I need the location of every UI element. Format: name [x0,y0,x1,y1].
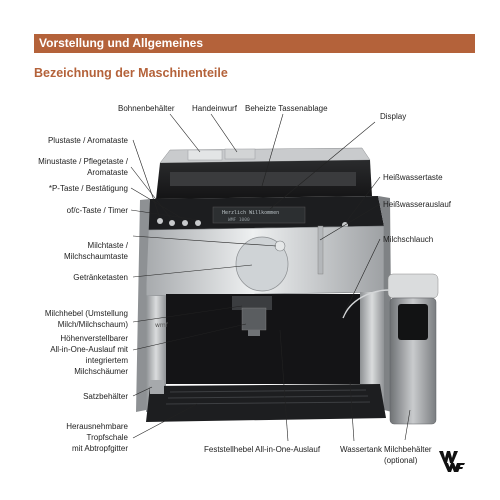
label-drip-tray: Herausnehmbare Tropfschale mit Abtropfgi… [66,421,128,454]
milk-button [274,240,286,252]
minus-button [169,220,175,226]
display-window [212,206,306,224]
label-cup-tray: Beheizte Tassenablage [245,104,328,113]
label-locking-lever: Feststellhebel All-in-One-Auslauf [204,445,321,454]
leader-lines [130,113,411,442]
label-manual-inlet: Handeinwurf [192,104,237,113]
label-minus-button: Minustaste / Pflegetaste / Aromataste [38,156,128,178]
section-title: Bezeichnung der Maschinenteile [34,66,228,80]
all-in-one-outlet [241,307,267,331]
label-minus-line-2: Aromataste [87,168,128,177]
label-milk-lever: Milchhebel (Umstellung Milch/Milchschaum… [45,308,128,330]
milk-container-top [387,273,439,299]
label-p-button: *P-Taste / Bestätigung [48,184,128,193]
label-drip-line-3: mit Abtropfgitter [71,444,128,453]
right-side [378,196,392,412]
milk-hose [342,289,391,319]
svg-text:wmf: wmf [155,322,169,329]
label-adjustable-line-3: integriertem [85,356,128,365]
grounds-container [150,380,164,394]
display-line-1: Herzlich Willkommen [222,210,279,216]
label-grounds-container: Satzbehälter [83,392,128,401]
label-water-tank: Wassertank [340,445,382,454]
label-bean-container: Bohnenbehälter [118,104,175,113]
label-adjustable-line-1: Höhenverstellbarer [60,334,128,343]
label-display: Display [380,112,407,121]
header-bar: Vorstellung und Allgemeines [34,34,475,53]
label-milk-container-line-2: (optional) [384,456,418,465]
label-hot-water-button: Heißwassertaste [383,173,443,182]
label-milk-button: Milchtaste / Milchschaumtaste [64,240,128,262]
dispenser-head [232,296,272,310]
label-beverage-buttons: Getränketasten [73,273,128,282]
label-milk-lever-line-1: Milchhebel (Umstellung [44,309,128,318]
label-milk-hose: Milchschlauch [383,235,434,244]
label-adjustable-line-4: Milchschäumer [74,367,128,376]
label-plus-button: Plustaste / Aromataste [47,136,128,145]
display-line-2: WMF 1000 [228,217,250,223]
label-drip-line-1: Herausnehmbare [66,422,128,431]
label-milk-container-line-1: Milchbehälter [384,445,432,454]
p-button [182,220,188,226]
label-drip-line-2: Tropfschale [86,433,129,442]
label-milk-line-2: Milchschaumtaste [63,252,128,261]
onoff-button [195,220,201,226]
label-milk-line-1: Milchtaste / [87,241,128,250]
label-minus-line-1: Minustaste / Pflegetaste / [38,157,128,166]
left-side [136,199,150,412]
plus-button [157,218,163,224]
wmf-logo-icon [439,451,465,472]
bean-lid [187,149,223,161]
label-adjustable-outlet: Höhenverstellbarer All-in-One-Auslauf mi… [50,333,128,377]
manual-inlet [224,148,256,160]
label-adjustable-line-2: All-in-One-Auslauf mit [50,345,128,354]
label-onoff-button: of/c-Taste / Timer [66,206,128,215]
hot-water-outlet [317,225,324,275]
label-milk-container: Milchbehälter (optional) [384,444,432,466]
label-hot-water-outlet: Heißwasserauslauf [383,200,452,209]
beverage-panel [235,236,289,292]
label-milk-lever-line-2: Milch/Milchschaum) [57,320,128,329]
